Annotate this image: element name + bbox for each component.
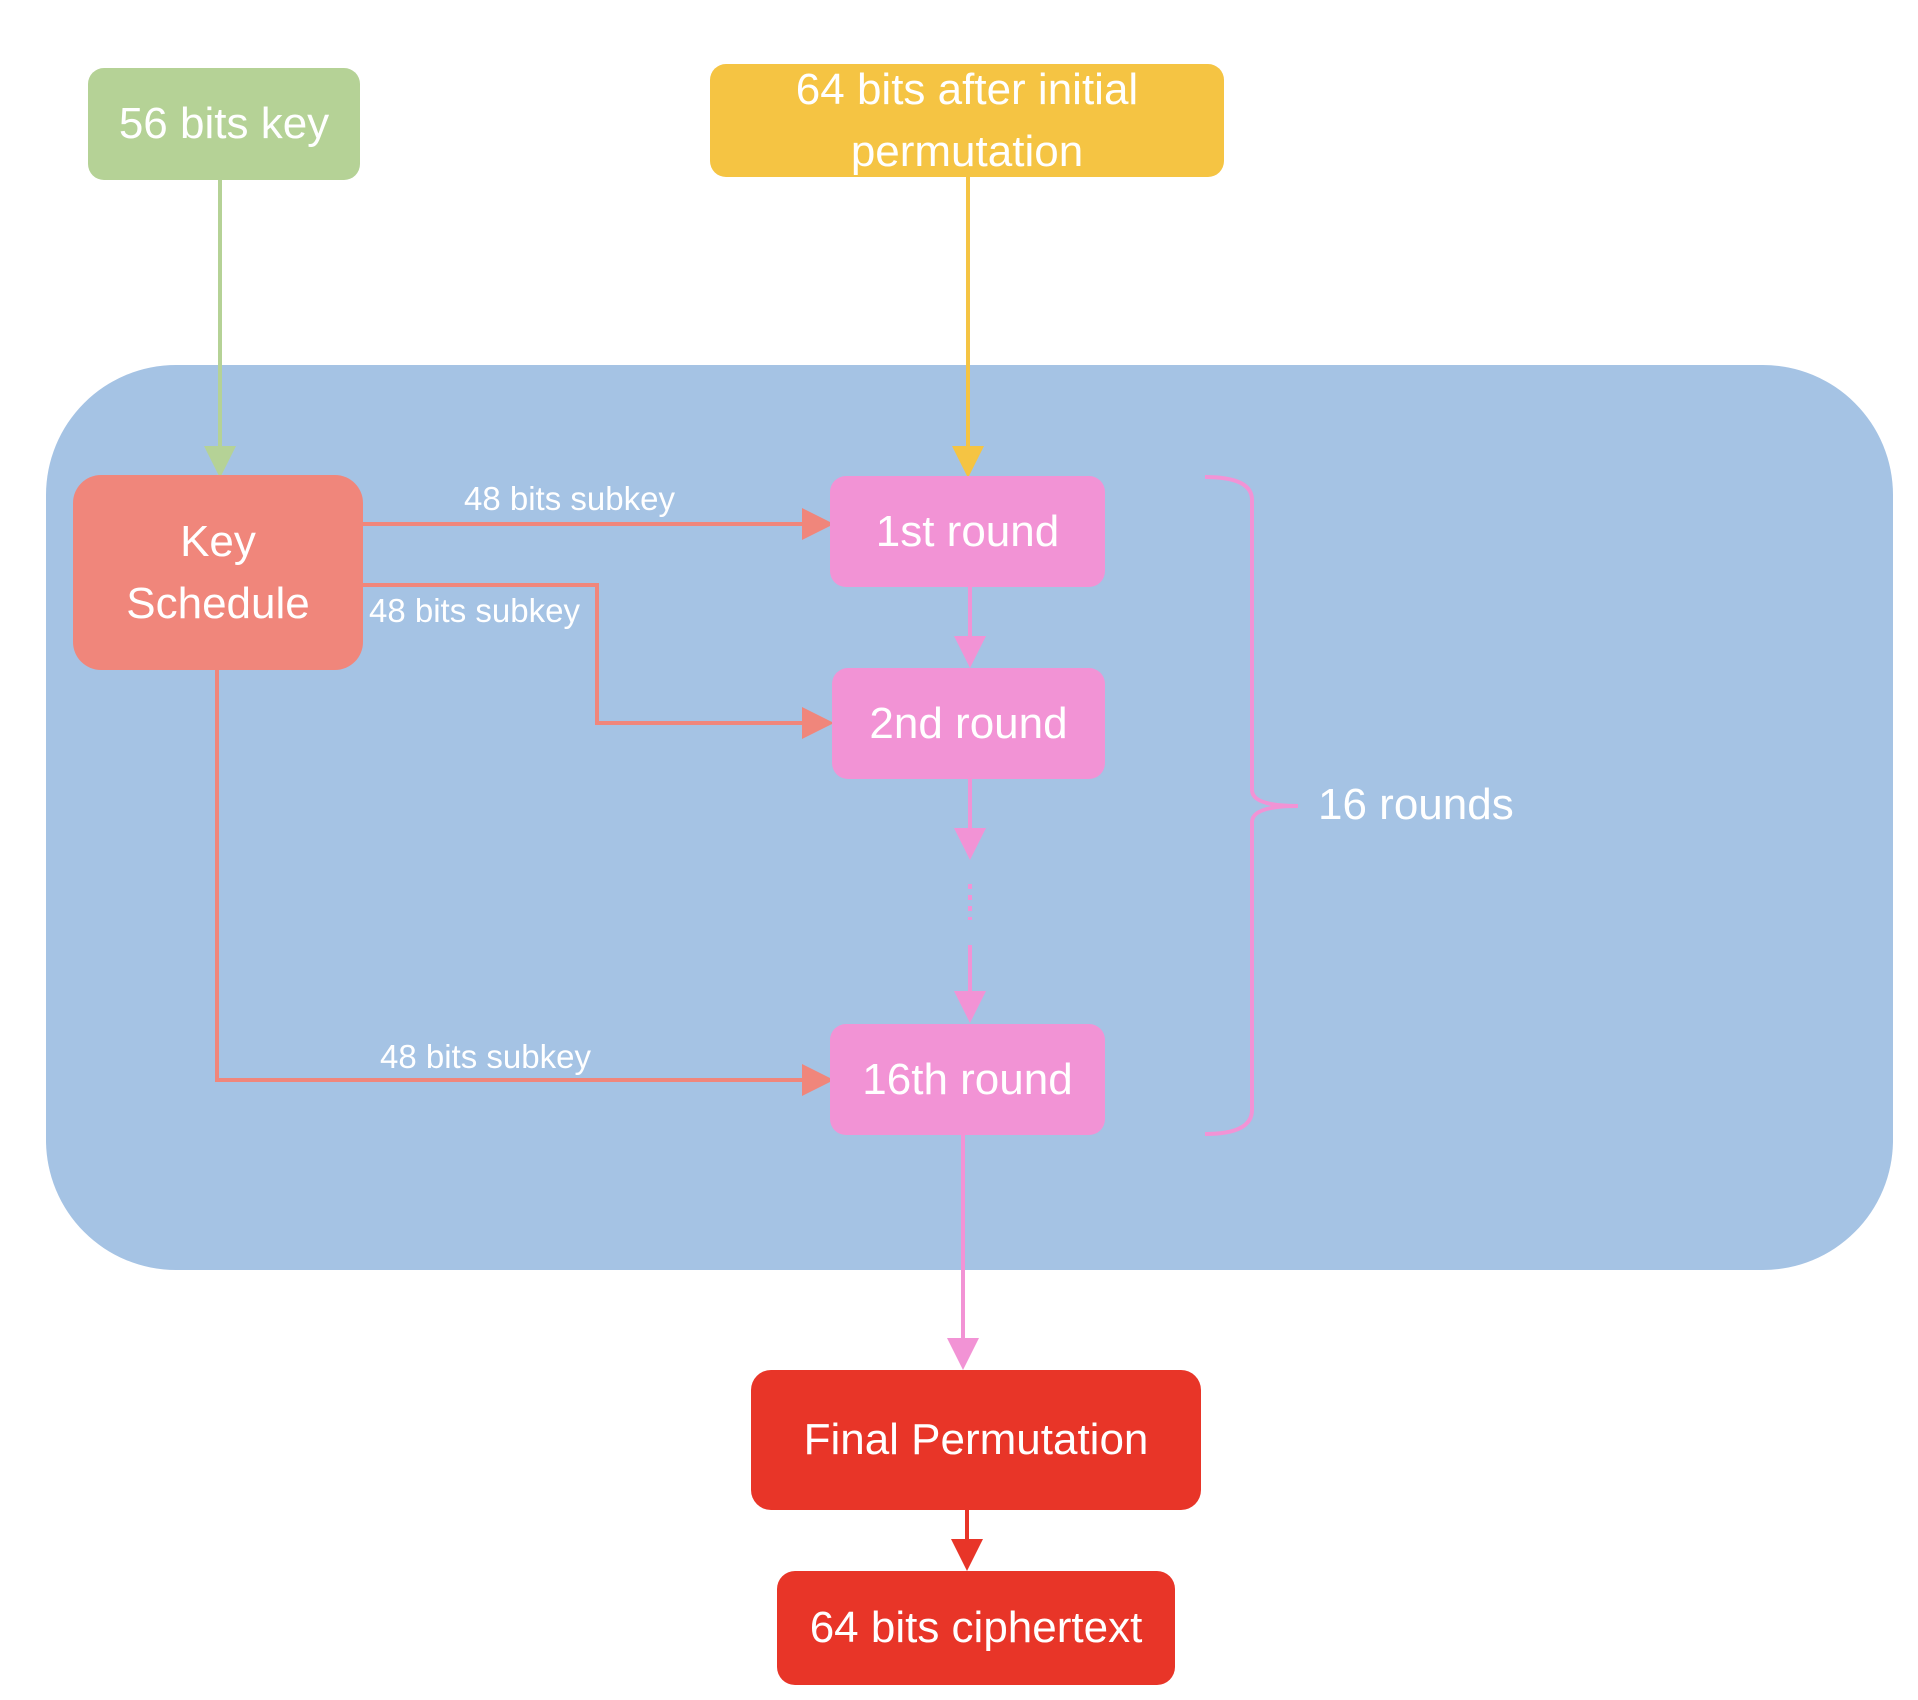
key-schedule-box: Key Schedule [73, 475, 363, 670]
final-permutation-box: Final Permutation [751, 1370, 1201, 1510]
rounds-brace-label: 16 rounds [1318, 780, 1514, 829]
data-input-label: 64 bits after initial permutation [795, 64, 1139, 176]
subkey-16-arrow [215, 670, 834, 1096]
round-2-box: 2nd round [832, 668, 1105, 779]
key-schedule-label: Key Schedule [126, 516, 310, 628]
ciphertext-label: 64 bits ciphertext [809, 1603, 1143, 1653]
round-2-label: 2nd round [869, 698, 1068, 748]
round-1-label: 1st round [875, 506, 1060, 556]
key-input-label: 56 bits key [118, 99, 330, 149]
data-input-box: 64 bits after initial permutation [710, 64, 1224, 177]
ciphertext-box: 64 bits ciphertext [777, 1571, 1175, 1685]
key-input-box: 56 bits key [88, 68, 360, 180]
round-1-box: 1st round [830, 476, 1105, 587]
subkey-16-label: 48 bits subkey [380, 1038, 591, 1075]
rounds-brace [1204, 475, 1299, 1136]
final-permutation-label: Final Permutation [803, 1415, 1149, 1465]
subkey-2-arrow [363, 583, 834, 739]
subkey-2-label: 48 bits subkey [369, 592, 580, 629]
round-16-box: 16th round [830, 1024, 1105, 1135]
round-16-label: 16th round [862, 1054, 1073, 1104]
subkey-1-label: 48 bits subkey [464, 480, 675, 517]
